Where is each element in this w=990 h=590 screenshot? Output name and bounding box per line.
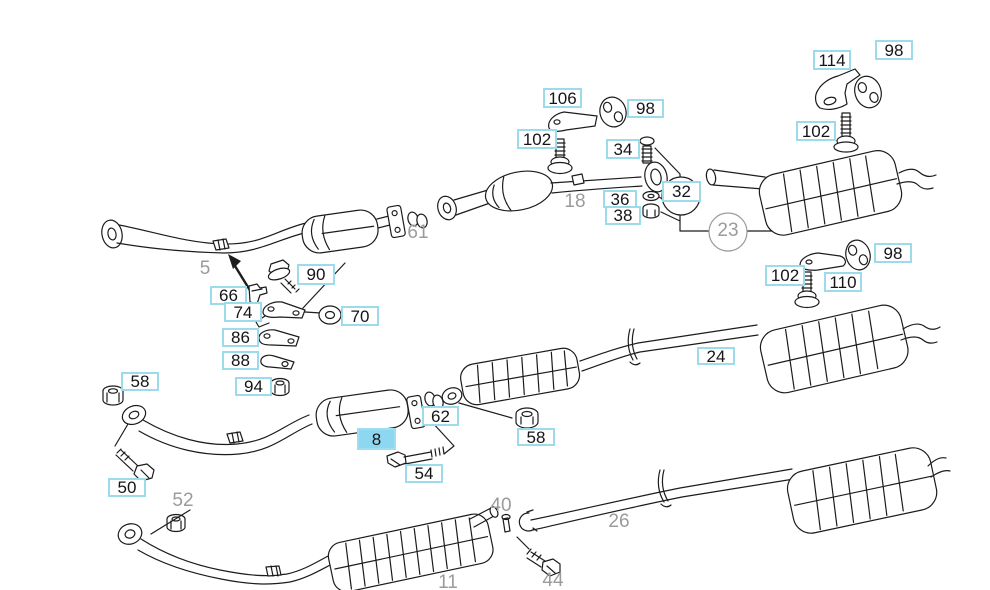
- part-label-34[interactable]: 34: [606, 139, 640, 159]
- pointer-arrow: [233, 264, 253, 294]
- part-label-62[interactable]: 62: [422, 406, 459, 426]
- part-label-102-top-right[interactable]: 102: [796, 121, 836, 141]
- part-label-32[interactable]: 32: [662, 181, 701, 202]
- part-label-86[interactable]: 86: [222, 328, 259, 347]
- part-label-40: 40: [490, 495, 512, 516]
- part-label-52: 52: [172, 490, 194, 511]
- part-label-38[interactable]: 38: [605, 206, 641, 225]
- part-label-26: 26: [608, 511, 630, 532]
- part-label-61: 61: [407, 222, 429, 243]
- part-label-74[interactable]: 74: [224, 302, 262, 322]
- front-pipe-assembly-top: [101, 204, 428, 294]
- part-label-58-right[interactable]: 58: [517, 428, 555, 446]
- center-muffler-assembly-top: [437, 170, 643, 221]
- pointer-arrowhead: [228, 254, 241, 269]
- part-label-58-left[interactable]: 58: [121, 372, 159, 391]
- rear-hanger-hardware-top: [814, 68, 882, 153]
- callout-circle-23: [708, 212, 748, 252]
- part-label-66[interactable]: 66: [210, 286, 247, 305]
- exhaust-assembly-bottom: [117, 506, 499, 590]
- part-label-54[interactable]: 54: [405, 464, 443, 483]
- tail-pipe-assembly-bottom: [501, 447, 951, 577]
- center-hanger-hardware: [547, 96, 627, 175]
- rear-hanger-hardware-mid: [794, 239, 871, 309]
- part-label-18: 18: [564, 191, 586, 212]
- center-muffler-assembly-mid: [441, 304, 941, 429]
- part-label-8[interactable]: 8: [357, 428, 396, 450]
- part-label-90[interactable]: 90: [297, 264, 335, 285]
- part-label-24[interactable]: 24: [697, 347, 735, 365]
- part-label-88[interactable]: 88: [222, 351, 259, 370]
- part-label-44: 44: [542, 570, 564, 590]
- part-label-11: 11: [438, 572, 458, 590]
- part-label-94[interactable]: 94: [235, 377, 272, 396]
- part-label-102-bottom[interactable]: 102: [765, 265, 805, 286]
- rear-muffler-top: [705, 150, 937, 236]
- part-label-23: 23: [717, 220, 739, 241]
- part-label-98-top-mid[interactable]: 98: [627, 99, 664, 118]
- part-label-106[interactable]: 106: [543, 88, 582, 108]
- part-label-102-mid-left[interactable]: 102: [517, 129, 557, 149]
- part-label-110[interactable]: 110: [824, 272, 862, 292]
- part-label-5: 5: [199, 258, 211, 279]
- part-label-70[interactable]: 70: [341, 306, 379, 326]
- part-label-114[interactable]: 114: [813, 50, 851, 70]
- part-label-50[interactable]: 50: [108, 478, 146, 497]
- part-label-98-top-right[interactable]: 98: [875, 40, 913, 60]
- part-label-98-mid-right[interactable]: 98: [874, 243, 912, 263]
